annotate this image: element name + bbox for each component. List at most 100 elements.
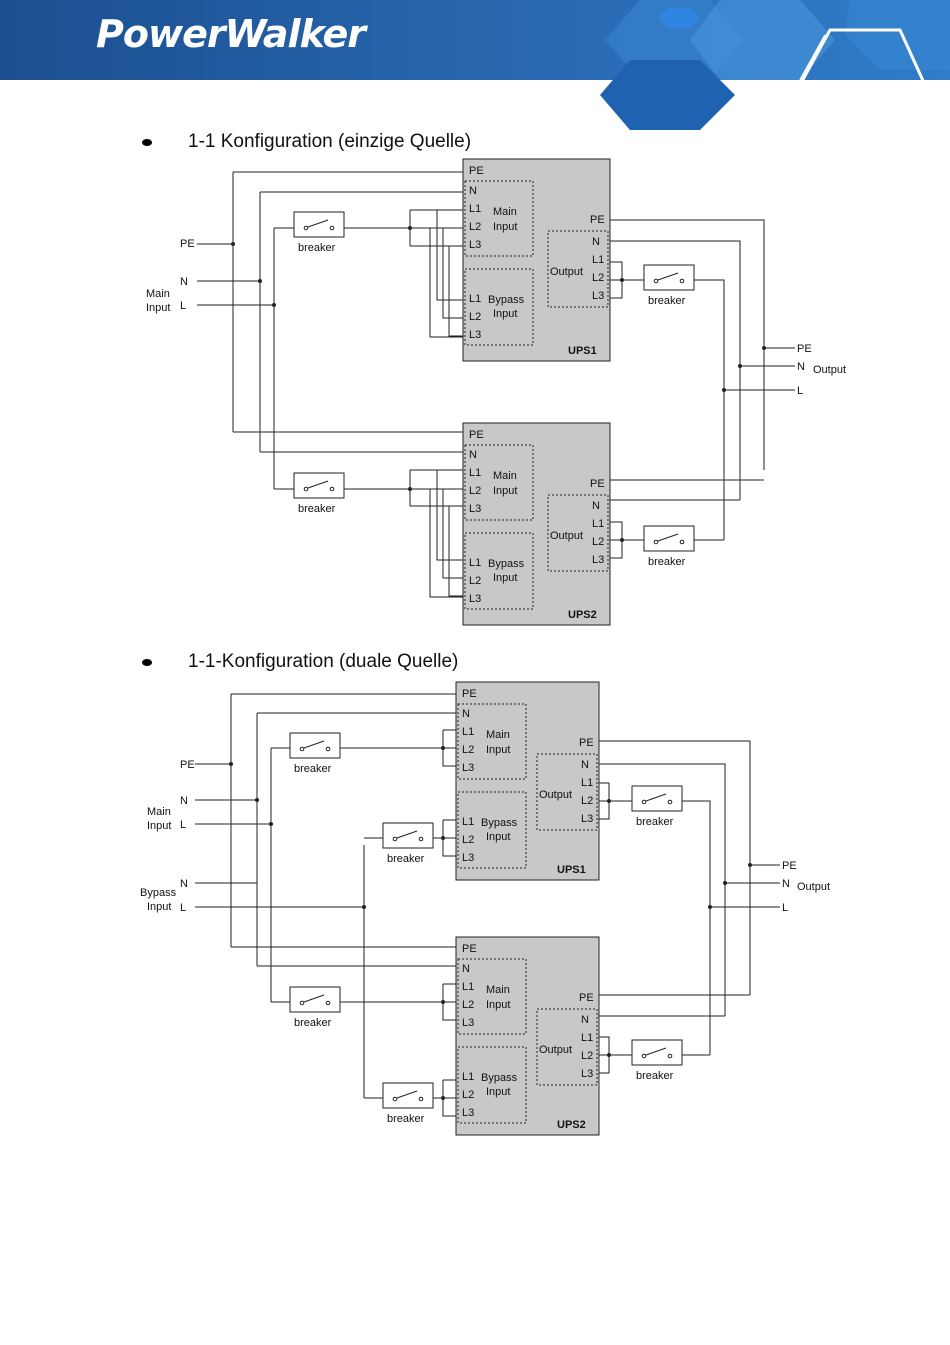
ups-pe-label: PE <box>469 429 484 441</box>
bypass-source-label: Input <box>147 901 171 913</box>
breaker-contact <box>299 1000 305 1006</box>
ups-bypass-l2-label: L2 <box>469 311 481 323</box>
breaker-switch-arm <box>307 480 329 489</box>
ups-out-n-label: N <box>592 500 600 512</box>
ups-out-n-label: N <box>581 1014 589 1026</box>
ups-out-l3-label: L3 <box>592 554 604 566</box>
output-l-label: L <box>797 385 803 397</box>
breaker-box <box>289 732 341 759</box>
main-input-block <box>457 703 527 780</box>
ups-bypass-l3-label: L3 <box>462 1107 474 1119</box>
ups-bypass-l1-label: L1 <box>469 557 481 569</box>
main-input-label: Main <box>493 206 517 218</box>
ups-out-l3-label: L3 <box>581 1068 593 1080</box>
breaker-contact <box>653 539 659 545</box>
junction-dot <box>620 538 624 542</box>
breaker-contact <box>329 225 335 231</box>
ups-out-l2-label: L2 <box>592 272 604 284</box>
main-input-label: Input <box>493 485 517 497</box>
ups-pe-label: PE <box>462 943 477 955</box>
breaker-label: breaker <box>636 1070 674 1082</box>
source-n-label: N <box>180 276 188 288</box>
breaker-contact <box>667 1053 673 1059</box>
junction-dot <box>723 881 727 885</box>
main-input-label: Main <box>493 470 517 482</box>
junction-dot <box>762 346 766 350</box>
ups-unit-box <box>455 681 600 881</box>
bullet-1 <box>142 139 152 146</box>
wire <box>195 845 365 908</box>
ups-unit-label: UPS2 <box>557 1119 586 1131</box>
ups-out-l1-label: L1 <box>581 777 593 789</box>
breaker-switch-arm <box>645 793 667 802</box>
breaker-label: breaker <box>387 1113 425 1125</box>
ups-out-pe-label: PE <box>590 214 605 226</box>
output-block-label: Output <box>539 1044 572 1056</box>
breaker-contact <box>679 539 685 545</box>
ups-out-n-label: N <box>592 236 600 248</box>
output-block-label: Output <box>550 530 583 542</box>
ups-bypass-l3-label: L3 <box>462 852 474 864</box>
bypass-input-label: Bypass <box>481 817 518 829</box>
wire <box>682 800 711 1055</box>
breaker-contact <box>325 1000 331 1006</box>
ups-l3-label: L3 <box>462 1017 474 1029</box>
breaker-contact <box>325 746 331 752</box>
bypass-input-block <box>457 1046 527 1124</box>
ups-out-n-label: N <box>581 759 589 771</box>
bypass-source-l-label: L <box>180 902 186 914</box>
breaker-switch-arm <box>645 1047 667 1056</box>
wiring-diagram-dual-source: UPS1PENL1L2L3MainInputL1L2L3BypassInputP… <box>140 681 830 1136</box>
wire <box>442 489 463 579</box>
ups-bypass-l3-label: L3 <box>469 329 481 341</box>
ups-l2-label: L2 <box>462 744 474 756</box>
breaker-box <box>382 822 434 849</box>
wire <box>442 228 463 319</box>
breaker-label: breaker <box>648 295 686 307</box>
ups-out-l2-label: L2 <box>581 1050 593 1062</box>
breaker-switch-arm <box>657 272 679 281</box>
source-main-label: Main <box>146 288 170 300</box>
breaker-contact <box>641 799 647 805</box>
source-pe-label: PE <box>180 759 195 771</box>
ups-l1-label: L1 <box>469 203 481 215</box>
source-l-label: L <box>180 300 186 312</box>
ups-l3-label: L3 <box>462 762 474 774</box>
breaker-contact <box>392 836 398 842</box>
wiring-diagram-single-source: UPS1PENL1L2L3MainInputL1L2L3BypassInputP… <box>146 158 846 626</box>
junction-dot <box>441 1000 445 1004</box>
breaker-switch-arm <box>657 533 679 542</box>
breaker-label: breaker <box>298 242 336 254</box>
wire <box>610 240 741 500</box>
ups-bypass-l1-label: L1 <box>469 293 481 305</box>
bypass-input-block <box>464 268 534 346</box>
junction-dot <box>441 746 445 750</box>
output-terminal-label: Output <box>813 364 846 376</box>
output-block <box>547 230 609 308</box>
output-n-label: N <box>782 878 790 890</box>
brand-logo: PowerWalker <box>96 12 366 56</box>
ups-n-label: N <box>469 185 477 197</box>
ups-pe-label: PE <box>462 688 477 700</box>
ups-pe-label: PE <box>469 165 484 177</box>
breaker-contact <box>679 278 685 284</box>
breaker-box <box>382 1082 434 1109</box>
output-n-label: N <box>797 361 805 373</box>
breaker-box <box>293 211 345 238</box>
breaker-switch-arm <box>307 219 329 228</box>
output-block <box>547 494 609 572</box>
section-title-1: 1-1 Konfiguration (einzige Quelle) <box>188 131 472 152</box>
ups-out-l1-label: L1 <box>581 1032 593 1044</box>
breaker-box <box>289 986 341 1013</box>
ups-out-l2-label: L2 <box>592 536 604 548</box>
ups-bypass-l1-label: L1 <box>462 816 474 828</box>
ups-bypass-l2-label: L2 <box>462 834 474 846</box>
bypass-input-block <box>457 791 527 869</box>
breaker-switch-arm <box>396 1090 418 1099</box>
breaker-label: breaker <box>294 1017 332 1029</box>
breaker-contact <box>418 1096 424 1102</box>
breaker-switch-arm <box>303 740 325 749</box>
wire <box>442 1080 456 1117</box>
main-input-label: Input <box>493 221 517 233</box>
ups-out-pe-label: PE <box>590 478 605 490</box>
